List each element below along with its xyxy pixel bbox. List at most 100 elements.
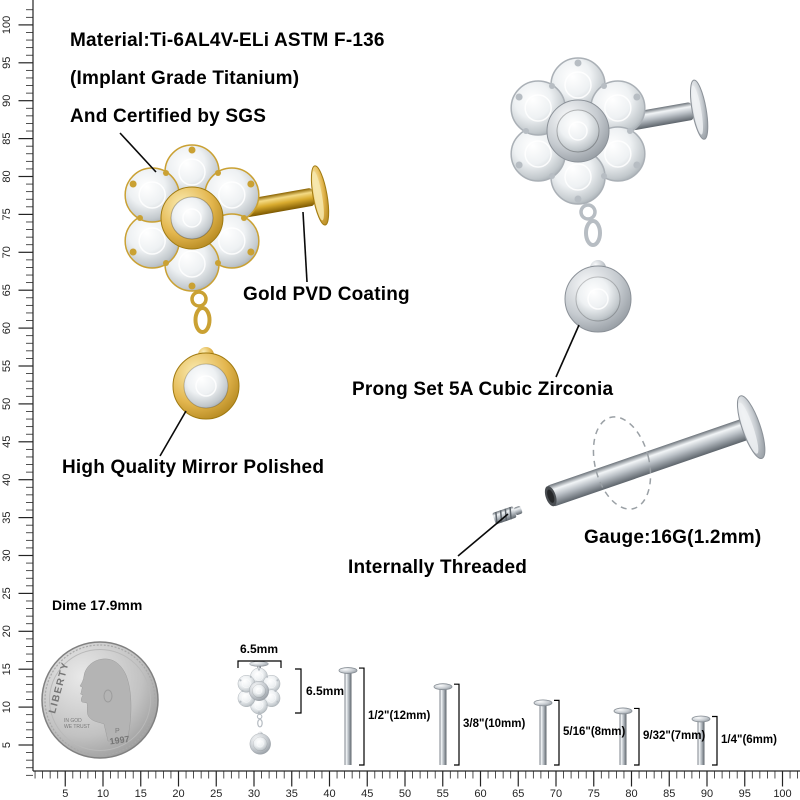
dime-year: 1997 (109, 734, 130, 747)
height-bracket (295, 668, 302, 714)
ruler-number: 80 (625, 788, 637, 800)
ruler-number: 100 (1, 16, 13, 34)
threaded-opening-inner (547, 489, 555, 503)
leader-lines (119, 132, 580, 557)
prong (247, 248, 255, 256)
prong (574, 195, 582, 203)
ruler-number: 50 (399, 788, 411, 800)
bar-size-label: 9/32"(7mm) (643, 729, 706, 742)
prong (601, 82, 607, 89)
prong (163, 260, 169, 267)
dime-reeded-edge (44, 644, 156, 756)
ruler-number: 60 (474, 788, 486, 800)
prong (188, 146, 196, 154)
prong (241, 215, 247, 221)
gauge-label: Gauge:16G(1.2mm) (584, 527, 762, 548)
prong (633, 93, 641, 101)
size-bar-disc (691, 715, 711, 723)
size-bar-bracket (712, 715, 718, 766)
size-bar-post (439, 687, 447, 765)
prong (633, 161, 641, 169)
bar-size-label: 1/2"(12mm) (368, 709, 431, 722)
labret-post-diagram (492, 395, 766, 525)
bar-size-label: 1/4"(6mm) (721, 733, 777, 746)
prong (241, 690, 244, 692)
prong (601, 173, 607, 180)
ruler-number: 100 (773, 788, 791, 800)
ruler-number: 75 (588, 788, 600, 800)
dime-motto-line2: WE TRUST (64, 724, 90, 730)
ruler-number: 95 (1, 57, 13, 69)
dimension-brackets (237, 660, 302, 714)
prong (266, 675, 269, 678)
mini-stud-illustration (237, 661, 281, 755)
center-cz (252, 684, 266, 698)
labret-barbell (547, 417, 755, 507)
ruler-number: 45 (361, 788, 373, 800)
prong (215, 260, 221, 267)
flower-width-label: 6.5mm (239, 642, 279, 656)
charm-cz (575, 276, 621, 322)
ruler-number: 65 (1, 284, 13, 296)
link-oval (584, 219, 602, 247)
internally-threaded-label: Internally Threaded (348, 557, 528, 578)
leader-gold-coating (302, 211, 308, 283)
leader-internally-threaded (457, 513, 509, 557)
prong (249, 675, 252, 678)
ruler-number: 10 (97, 788, 109, 800)
charm-cz (253, 736, 268, 752)
material-line-3: And Certified by SGS (70, 106, 267, 127)
ruler-number: 30 (1, 549, 13, 561)
prong (276, 679, 279, 682)
width-bracket (237, 660, 282, 668)
bar-size-label: 3/8"(10mm) (463, 717, 526, 730)
ruler-number: 5 (1, 742, 13, 748)
size-bar-disc (533, 699, 553, 707)
leader-mirror-polished (159, 410, 187, 457)
prong (549, 173, 555, 180)
prong (574, 59, 582, 67)
gold-stud-illustration (124, 144, 330, 420)
ruler-number: 90 (1, 95, 13, 107)
threaded-screw (492, 506, 523, 525)
screw-tip (514, 506, 523, 515)
leader-material (119, 132, 157, 173)
prong (215, 169, 221, 176)
ruler-number: 60 (1, 322, 13, 334)
size-bar-post (344, 671, 352, 765)
dime-mint-mark: P (115, 728, 120, 735)
dime-size-label: Dime 17.9mm (52, 597, 143, 613)
ruler-number: 20 (1, 625, 13, 637)
prong (239, 700, 242, 703)
prong (239, 679, 242, 682)
ruler-number: 35 (286, 788, 298, 800)
prong (549, 82, 555, 89)
prong (129, 180, 137, 188)
ruler-number: 65 (512, 788, 524, 800)
prong (515, 161, 523, 169)
ruler-number: 85 (663, 788, 675, 800)
ruler-number: 55 (1, 360, 13, 372)
prong (627, 128, 633, 134)
jump-ring (256, 713, 263, 720)
ruler-number: 90 (701, 788, 713, 800)
prong (247, 180, 255, 188)
prong (257, 711, 261, 714)
prong (257, 668, 261, 671)
ruler-number: 15 (135, 788, 147, 800)
prong (163, 169, 169, 176)
prong (129, 248, 137, 256)
ruler-number: 10 (1, 701, 13, 713)
ruler-number: 20 (172, 788, 184, 800)
size-bar-bracket (634, 707, 640, 766)
ruler-number: 95 (739, 788, 751, 800)
rotation-guide-dashed-ellipse (592, 416, 652, 510)
ruler-number: 70 (550, 788, 562, 800)
size-bars (338, 667, 718, 766)
size-bar-disc (433, 683, 453, 691)
size-bar-bracket (554, 699, 560, 766)
charm-cz (183, 363, 229, 409)
